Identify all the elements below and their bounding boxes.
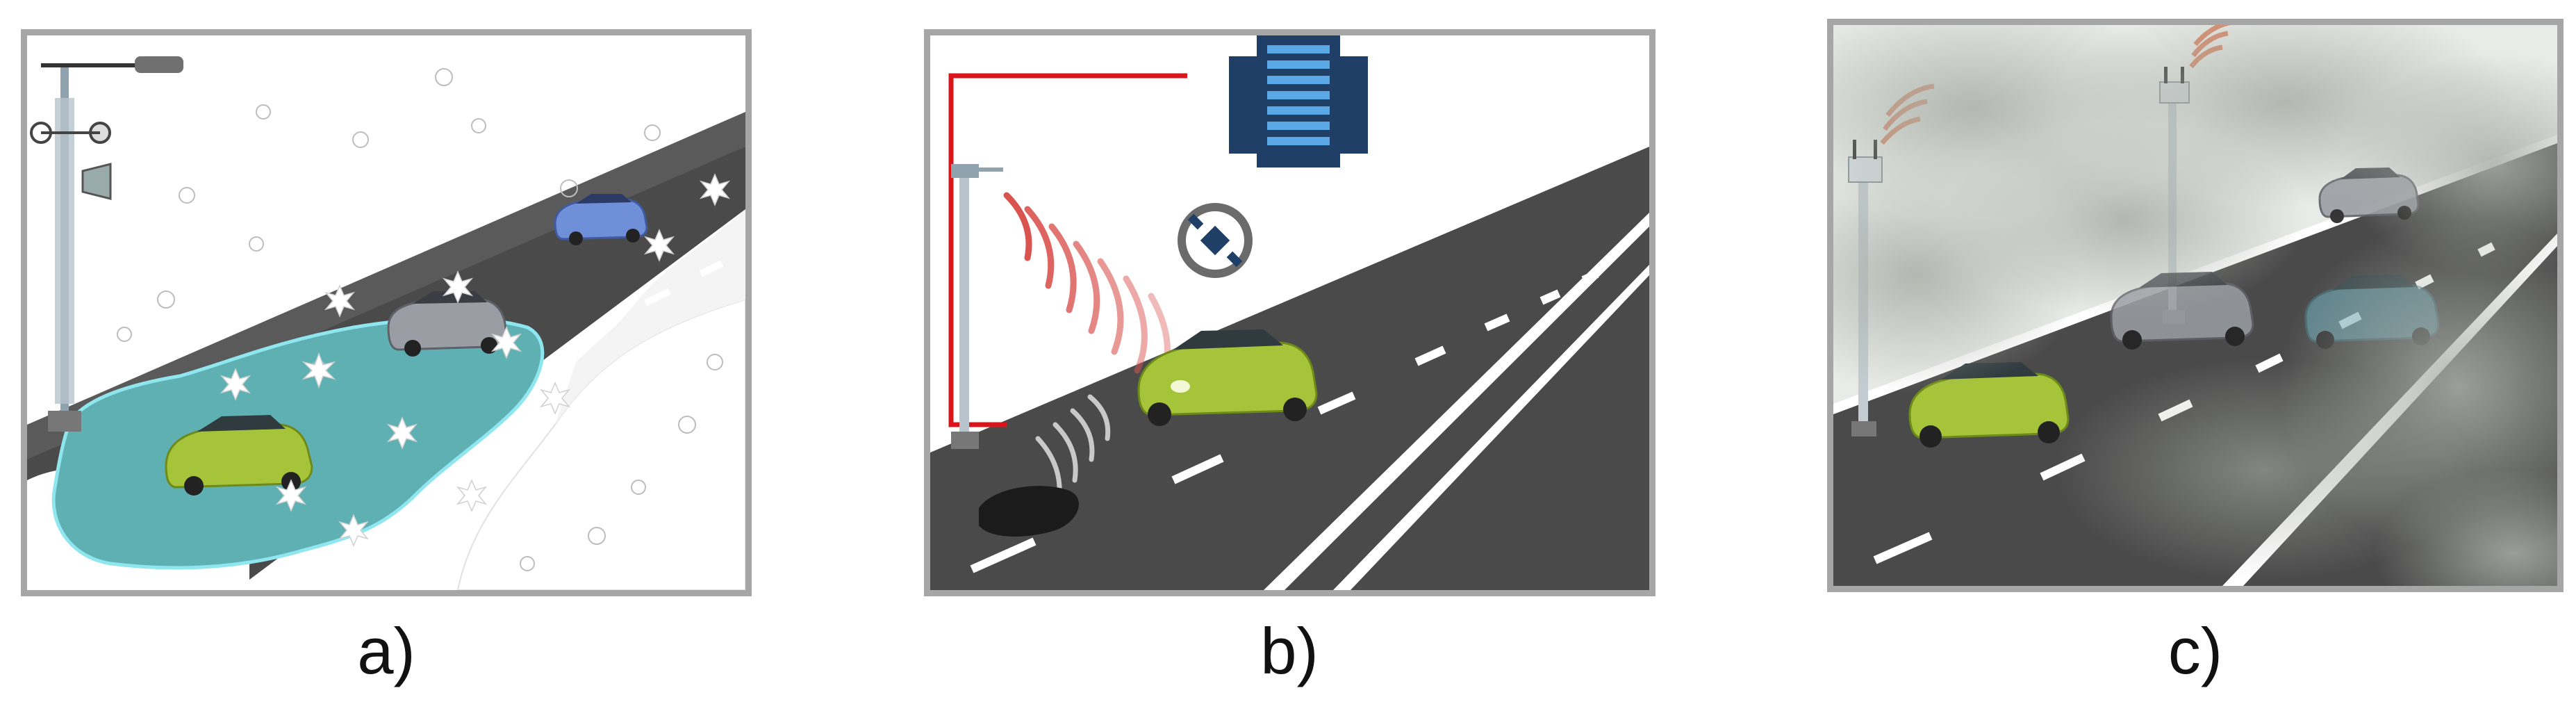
- panel-b-connected-vehicle-scene: [924, 29, 1656, 596]
- fog-layer: [1833, 25, 2557, 586]
- signal-waves-icon: [1003, 192, 1171, 390]
- road-right-edge-line: [1264, 213, 1649, 590]
- lane-markings: [970, 270, 1599, 573]
- server-rack-icon: [1229, 35, 1368, 167]
- network-link-line: [948, 73, 1187, 427]
- weather-station-icon: [30, 56, 183, 432]
- car-icon: [554, 194, 648, 245]
- connected-vehicle-illustration: [930, 35, 1649, 590]
- snowflake-icon: [220, 173, 731, 547]
- panel-a-flood-snow-scene: [21, 29, 752, 596]
- flood-snow-illustration: [27, 35, 745, 590]
- road-shoulder-line: [1333, 265, 1649, 590]
- satellite-icon: [1178, 203, 1253, 278]
- road-edge-line: [930, 136, 1649, 452]
- caption-a: a): [357, 614, 415, 687]
- snow-drift: [555, 209, 745, 425]
- roadside-unit-icon: [951, 164, 1003, 449]
- caption-b: b): [1260, 614, 1319, 687]
- fog-illustration: [1833, 25, 2557, 586]
- pothole-icon: [979, 486, 1079, 537]
- background-snowflakes: [117, 68, 723, 571]
- car-icon: [1137, 329, 1318, 426]
- car-icon: [165, 415, 313, 496]
- caption-c: c): [2168, 614, 2223, 687]
- panel-c-fog-scene: [1827, 19, 2563, 592]
